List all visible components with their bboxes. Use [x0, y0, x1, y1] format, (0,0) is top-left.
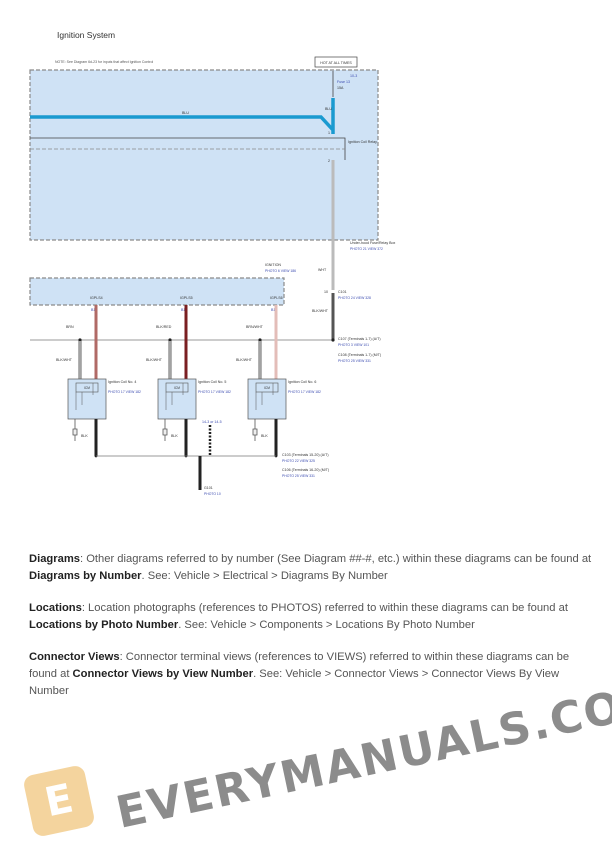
relay-pin: 1: [328, 131, 330, 135]
spark-plug-icon: [72, 419, 78, 441]
wire-label: BLK: [171, 434, 178, 438]
wire-label: BRN: [66, 325, 74, 329]
c101-name: C101: [338, 290, 347, 294]
note-see: . See: Vehicle > Electrical > Diagrams B…: [141, 570, 388, 582]
ground-name: G101: [204, 486, 213, 490]
wire-label: BLK: [81, 434, 88, 438]
junction-dot: [168, 338, 172, 342]
coil-name: Ignition Coil No. 6: [288, 380, 316, 384]
coil-winding: [75, 383, 94, 410]
blu-wire: [30, 98, 335, 134]
terminal-name: IGPLS5: [180, 296, 193, 300]
wire-label: BLK/WHT: [56, 358, 73, 362]
hot-at-all-times-box: [314, 56, 358, 68]
c103-refs: PHOTO 22 VIEW 325: [282, 459, 315, 463]
c106-refs: PHOTO 25 VIEW 331: [282, 474, 315, 478]
coil-refs: PHOTO 17 VIEW 182: [288, 390, 321, 394]
wire-label-wht: WHT: [318, 268, 327, 272]
wiring-diagram: Ignition System NOTE: See Diagram 6d-23 …: [29, 30, 396, 496]
icm-label: ICM: [264, 386, 270, 390]
relay-box: [30, 137, 346, 160]
splice-ref: 14-3 or 14-5: [202, 420, 222, 424]
note-term: Locations: [29, 602, 82, 614]
c107-label: C107 (Terminals 1-7) (A/T): [338, 337, 381, 341]
c103-label: C103 (Terminals 15-20) (A/T): [282, 453, 329, 457]
spark-plug-icon: [252, 419, 258, 441]
note-text: : Other diagrams referred to by number (…: [80, 553, 592, 565]
relay-name: Ignition Coil Relay: [348, 140, 377, 144]
wire-label: BRN/WHT: [246, 325, 264, 329]
diagram-note: NOTE: See Diagram 6d-23 for inputs that …: [55, 60, 153, 64]
wire-label-blu: BLU: [182, 111, 189, 115]
c106-label: C106 (Terminals 16-20) (M/T): [282, 468, 329, 472]
icm-box: [75, 382, 99, 393]
note-text: : Connector terminal views (references t…: [29, 651, 570, 680]
coil-winding: [165, 383, 184, 410]
coil-name: Ignition Coil No. 4: [108, 380, 136, 384]
wire-label-blu-vert: BLU: [325, 107, 332, 111]
coil-name: Ignition Coil No. 5: [198, 380, 226, 384]
terminal-pin: B11: [181, 308, 187, 312]
c108-refs: PHOTO 25 VIEW 331: [338, 359, 371, 363]
coil-refs: PHOTO 17 VIEW 182: [108, 390, 141, 394]
fuse-name: Fuse 13: [337, 80, 350, 84]
note-link[interactable]: Diagrams by Number: [29, 570, 142, 582]
ground-refs: PHOTO 10: [204, 492, 221, 496]
note-link[interactable]: Locations by Photo Number: [29, 619, 179, 631]
watermark-logo: E: [22, 764, 96, 838]
note-term: Diagrams: [29, 553, 80, 565]
note-see: . See: Vehicle > Connector Views > Conne…: [29, 668, 560, 697]
fuse-ref: 10-3: [350, 74, 357, 78]
ignition-module-region: [29, 277, 285, 306]
coil-winding: [255, 383, 274, 410]
wire-label: BLK/WHT: [146, 358, 163, 362]
junction-dot: [78, 338, 82, 342]
wire-label: BLK/RED: [156, 325, 172, 329]
fuse-box-name: Under-hood Fuse/Relay Box: [350, 241, 396, 245]
terminal-name: IGPLS4: [90, 296, 103, 300]
terminal-pin: B13: [91, 308, 97, 312]
note-text: : Location photographs (references to PH…: [81, 602, 568, 614]
coil-refs: PHOTO 17 VIEW 182: [198, 390, 231, 394]
wire-label-blkwht: BLK/WHT: [312, 309, 329, 313]
page-title: Ignition System: [57, 30, 115, 40]
fuse-rating: 15A: [337, 86, 344, 90]
icm-box: [165, 382, 189, 393]
wire-label: BLK/WHT: [236, 358, 253, 362]
junction-dot: [258, 338, 262, 342]
icm-label: ICM: [84, 386, 90, 390]
relay-pin2: 2: [328, 159, 330, 163]
fuse-relay-box-region: [29, 69, 379, 241]
icm-label: ICM: [174, 386, 180, 390]
module-name: IGNITION: [265, 263, 281, 267]
junction-dot: [331, 338, 335, 342]
note-term: Connector Views: [29, 651, 120, 663]
icm-box: [255, 382, 279, 393]
note-locations: Locations: Location photographs (referen…: [29, 600, 599, 634]
note-connector-views: Connector Views: Connector terminal view…: [29, 649, 599, 700]
c101-refs: PHOTO 24 VIEW 328: [338, 296, 371, 300]
note-link[interactable]: Connector Views by View Number: [72, 668, 254, 680]
note-diagrams: Diagrams: Other diagrams referred to by …: [29, 551, 599, 585]
terminal-name: IGPLS6: [270, 296, 283, 300]
hot-label: HOT AT ALL TIMES: [320, 61, 352, 65]
c101-pin: 10: [324, 290, 328, 294]
note-see: . See: Vehicle > Components > Locations …: [178, 619, 475, 631]
terminal-pin: B12: [271, 308, 277, 312]
fuse-box-refs: PHOTO 21 VIEW 372: [350, 247, 383, 251]
wire-label: BLK: [261, 434, 268, 438]
c108-label: C108 (Terminals 1-7) (M/T): [338, 353, 381, 357]
c107-refs: PHOTO 3 VIEW 101: [338, 343, 369, 347]
spark-plug-icon: [162, 419, 168, 441]
module-refs: PHOTO 6 VIEW 186: [265, 269, 296, 273]
